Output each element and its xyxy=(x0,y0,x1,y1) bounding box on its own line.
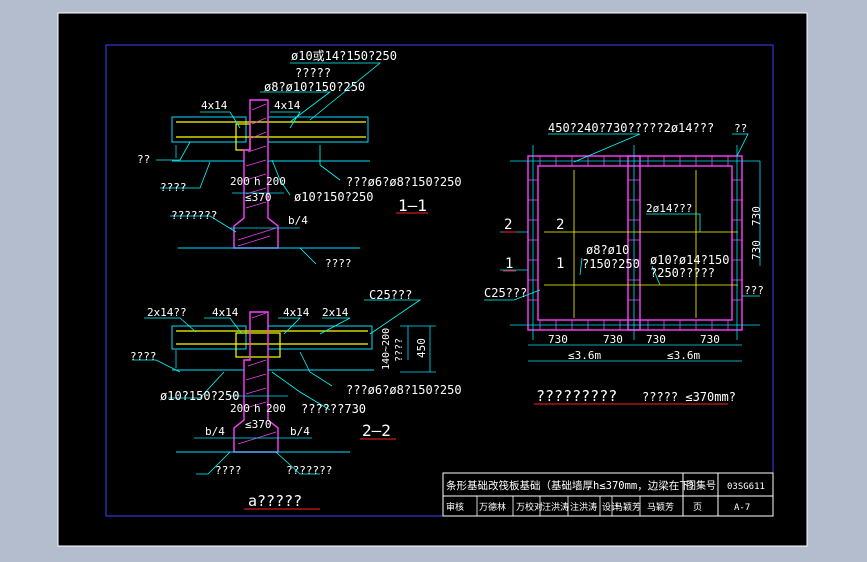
plan-label-top: 450?240?730?????2ø14??? xyxy=(548,121,714,135)
section-2-2: 2ⅹ14?? 4ⅹ14 4ⅹ14 2ⅹ14 C25??? ???? 140~20… xyxy=(130,288,462,477)
label-2-concrete: C25??? xyxy=(369,288,412,302)
plan-dim-span-right: ≤3.6m xyxy=(667,349,700,362)
plan-wall-inner xyxy=(537,165,733,321)
label-2-right-note: ???ø6?ø8?150?250 xyxy=(346,383,462,397)
title-block-title: 条形基础改筏板基础（基础墙厚h≤370mm，边梁在下） xyxy=(446,479,700,492)
plan-label-rebar1: ø8?ø10 xyxy=(586,243,629,257)
title-block-sign1: 万 xyxy=(516,503,525,513)
title-block: 条形基础改筏板基础（基础墙厚h≤370mm，边梁在下） 图集号 03SG611 … xyxy=(442,472,774,517)
edge-beam-2 xyxy=(235,332,281,358)
plan-label-side-right: ??? xyxy=(744,284,764,297)
plan-label-top-right: ?? xyxy=(734,122,747,135)
title-block-review: 审核 xyxy=(446,501,464,513)
label-2-left-bar: 2ⅹ14?? xyxy=(147,306,187,319)
label-2-dim-h: h xyxy=(254,402,261,415)
label-right-bar: 4ⅹ14 xyxy=(274,99,301,112)
label-left-bar: 4ⅹ14 xyxy=(201,99,228,112)
label-right-note: ???ø6?ø8?150?250 xyxy=(346,175,462,189)
label-dim-200b: 200 xyxy=(266,175,286,188)
label-rebar-top: ø10或14?150?250 xyxy=(291,49,397,63)
plan-dim-bottom-3: 730 xyxy=(700,333,720,346)
label-dim-200: 200 xyxy=(230,175,250,188)
label-left-note: ?? xyxy=(137,153,150,166)
label-2-ground-left: ???? xyxy=(215,464,242,477)
title-block-page-no: A-7 xyxy=(734,503,750,513)
title-block-reviewer: 万德林 xyxy=(479,501,506,513)
label-2-dim-q: ???? xyxy=(394,338,405,362)
plan-caption: ????????? xyxy=(536,387,617,405)
label-2-dim-450: 450 xyxy=(415,338,428,358)
label-2-mid-right: 4ⅹ14 xyxy=(283,306,310,319)
plan-mark-2b: 2 xyxy=(556,217,564,233)
section-title-2-2: 2—2 xyxy=(362,421,391,440)
bottom-caption: a????? xyxy=(248,492,302,510)
label-2-dim-370: ≤370 xyxy=(245,418,272,431)
plan-label-rebar2b: ?250????? xyxy=(650,266,715,280)
drawing-border xyxy=(105,44,774,517)
plan-mark-2a: 2 xyxy=(504,217,512,233)
title-block-design: 设计 xyxy=(602,501,620,513)
slab-left xyxy=(171,116,247,143)
label-right-note2: ø10?150?250 xyxy=(294,190,373,204)
plan-label-rebar2: ø10?ø14?150 xyxy=(650,253,729,267)
plan-label-concrete: C25??? xyxy=(484,286,527,300)
plan-dim-bottom-1: 730 xyxy=(603,333,623,346)
label-left-note2: ???? xyxy=(160,181,187,194)
label-2-dim-200: 200 xyxy=(230,402,250,415)
label-2-foot-right: b/4 xyxy=(290,425,310,438)
label-2-right-bar: 2ⅹ14 xyxy=(322,306,349,319)
label-dim-h: h xyxy=(254,175,261,188)
label-ground: ???? xyxy=(325,257,352,270)
section-1-1: ø10或14?150?250 ????? ø8?ø10?150?250 4ⅹ14… xyxy=(137,49,462,270)
section-title-1-1: 1—1 xyxy=(398,196,427,215)
plan-dim-bottom-0: 730 xyxy=(548,333,568,346)
plan-view: 450?240?730?????2ø14??? ?? 2 2 1 1 2ø14?… xyxy=(484,121,764,405)
plan-caption-note: ????? ≤370mm? xyxy=(642,390,736,404)
label-2-mid-left: 4ⅹ14 xyxy=(212,306,239,319)
plan-dim-730-r2: 730 xyxy=(750,240,763,260)
title-block-designer: 马颖芳 xyxy=(614,501,641,513)
canvas-background xyxy=(57,12,808,547)
label-rebar-top3: ø8?ø10?150?250 xyxy=(264,80,365,94)
label-2-ground-right: ??????? xyxy=(286,464,332,477)
label-2-right-note2: ??????730 xyxy=(301,402,366,416)
plan-mark-1a: 1 xyxy=(505,256,513,272)
label-2-foot-left: b/4 xyxy=(205,425,225,438)
title-block-sign3: 马颖芳 xyxy=(647,501,674,513)
plan-dim-bottom-2: 730 xyxy=(646,333,666,346)
plan-dim-span-left: ≤3.6m xyxy=(568,349,601,362)
title-block-checker: 汪洪涛 xyxy=(542,501,569,513)
label-dim-370: ≤370 xyxy=(245,191,272,204)
slab-2-left xyxy=(171,325,247,350)
title-block-check: 校对 xyxy=(525,501,543,513)
title-block-atlas-label: 图集号 xyxy=(686,479,716,492)
label-2-left-note: ???? xyxy=(130,350,157,363)
label-2-bottom-left: ø10?150?250 xyxy=(160,389,239,403)
plan-label-rebar1b: ?150?250 xyxy=(582,257,640,271)
plan-label-bar-right: 2ø14??? xyxy=(646,202,692,215)
label-foot-right: b/4 xyxy=(288,214,308,227)
label-2-dim-140: 140~200 xyxy=(381,328,392,370)
plan-dim-730-r1: 730 xyxy=(750,206,763,226)
label-rebar-top2: ????? xyxy=(295,66,331,80)
title-block-atlas-no: 03SG611 xyxy=(727,482,765,492)
title-block-page-label: 页 xyxy=(693,502,702,513)
plan-mark-1b: 1 xyxy=(556,256,564,272)
label-foot-left: ??????? xyxy=(171,209,217,222)
label-2-dim-200b: 200 xyxy=(266,402,286,415)
title-block-sign2: 注洪涛 xyxy=(570,501,597,513)
